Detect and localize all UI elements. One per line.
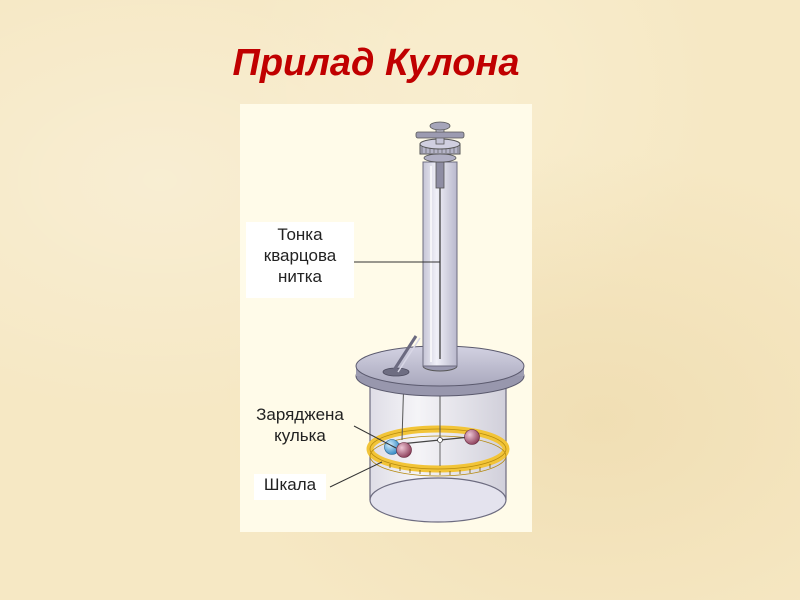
label-quartz-fiber-line3: нитка [278, 267, 322, 286]
label-quartz-fiber-line1: Тонка [277, 225, 323, 244]
scale-leader-line [329, 461, 383, 488]
slide-title: Прилад Кулона [232, 42, 520, 84]
vertical-tube [422, 161, 458, 372]
label-scale: Шкала [254, 474, 326, 500]
coulomb-apparatus-diagram: Тонка кварцова нитка Заряджена кулька Шк… [240, 104, 532, 532]
scale-ring [366, 425, 510, 477]
red-charged-ball [396, 442, 412, 458]
label-charged-ball-line2: кулька [274, 426, 326, 445]
label-charged-ball: Заряджена кулька [244, 404, 356, 452]
apparatus-illustration [329, 121, 525, 523]
ball-leader-line [353, 425, 397, 449]
label-charged-ball-line1: Заряджена [256, 405, 344, 424]
label-quartz-fiber: Тонка кварцова нитка [246, 222, 354, 298]
counterweight-ball [464, 429, 480, 445]
label-quartz-fiber-line2: кварцова [263, 246, 337, 265]
ball-holder [392, 335, 421, 373]
torsion-head [415, 121, 465, 189]
